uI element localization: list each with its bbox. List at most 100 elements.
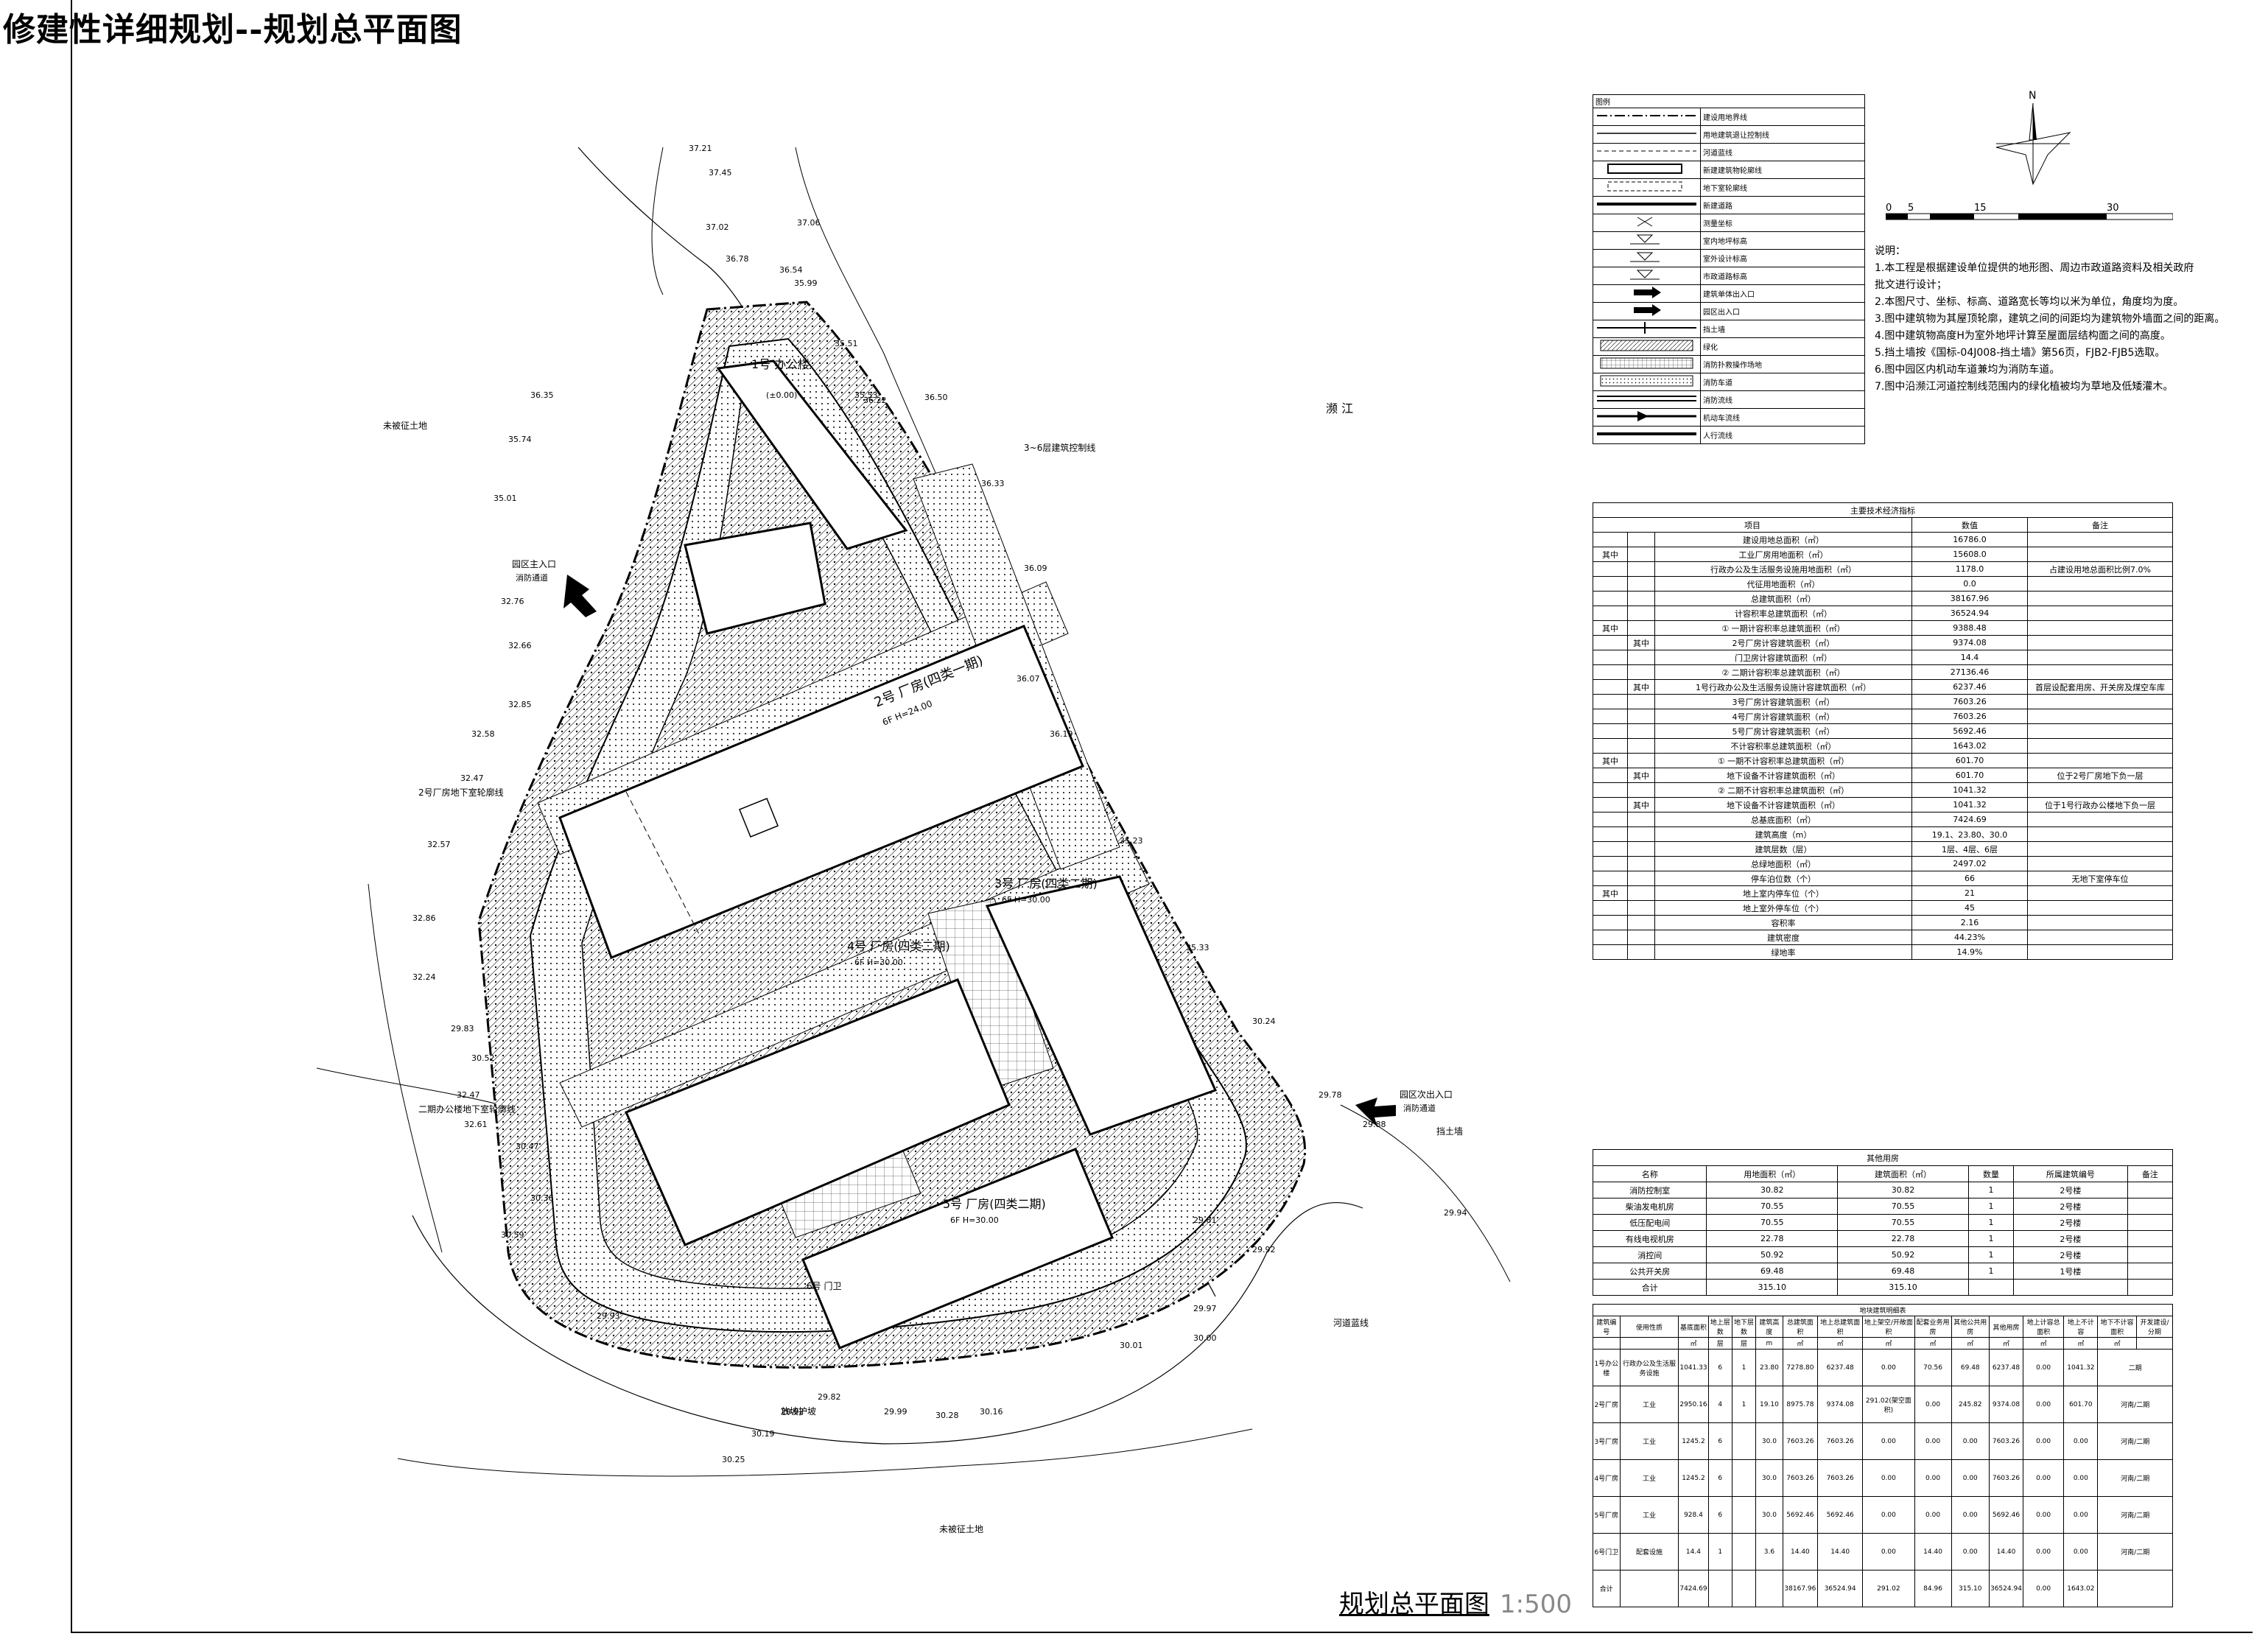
indicator-row: ② 二期计容积率总建筑面积（㎡）27136.46 (1593, 664, 2173, 680)
rooms-cell: 有线电视机房 (1592, 1230, 1707, 1247)
office-sub: (±0.00) (766, 390, 797, 400)
buildings-cell: 河南/二期 (2097, 1422, 2173, 1460)
rooms-cell (2127, 1214, 2174, 1231)
legend-symbol (1593, 178, 1701, 197)
buildings-unit: m (1755, 1337, 1783, 1350)
buildings-cell: 6号门卫 (1593, 1533, 1621, 1570)
buildings-cell: 23.80 (1755, 1349, 1783, 1386)
legend-panel: 图例 建设用地界线用地建筑退让控制线河道蓝线新建建筑物轮廓线地下室轮廓线新建道路… (1593, 94, 1865, 444)
elevation-label: 36.07 (1017, 674, 1040, 684)
indicator-cell: 不计容积率总建筑面积（㎡） (1654, 738, 1912, 754)
elevation-label: 35.01 (494, 494, 517, 503)
buildings-cell: 0.00 (2063, 1422, 2099, 1460)
terrain-line (316, 1067, 502, 1106)
rooms-cell (1967, 1279, 2015, 1296)
rooms-cell: 柴油发电机房 (1592, 1198, 1707, 1215)
buildings-cell: 14.40 (1988, 1533, 2023, 1570)
buildings-header: 地下不计容面积 (2097, 1316, 2137, 1338)
rooms-cell: 1 (1967, 1263, 2015, 1280)
rooms-cell: 69.48 (1706, 1263, 1839, 1280)
rooms-cell: 2号楼 (2013, 1214, 2128, 1231)
buildings-cell: 0.00 (2063, 1459, 2099, 1497)
buildings-cell: 6 (1707, 1459, 1732, 1497)
indicator-cell (1627, 900, 1655, 916)
main-entrance-arrow (564, 575, 597, 617)
office-annex (684, 522, 826, 635)
indicator-cell (1593, 532, 1628, 547)
rooms-cell (2127, 1198, 2174, 1215)
indicator-cell: 其中 (1627, 635, 1655, 650)
elevation-label: 32.58 (471, 729, 495, 739)
elevation-label: 37.45 (709, 168, 732, 178)
undeveloped-north-label: 未被征土地 (383, 421, 427, 431)
rooms-header: 建筑面积（㎡） (1837, 1165, 1969, 1182)
indicator-cell: 门卫房计容建筑面积（㎡） (1654, 650, 1912, 665)
indicator-cell (1593, 679, 1628, 695)
rooms-cell: 2号楼 (2013, 1182, 2128, 1198)
indicator-cell: ② 二期计容积率总建筑面积（㎡） (1654, 664, 1912, 680)
buildings-unit: 层 (1731, 1337, 1757, 1350)
elevation-label: 30.36 (530, 1193, 554, 1203)
elevation-label: 29.81 (1193, 1215, 1217, 1225)
buildings-cell (1619, 1570, 1679, 1607)
legend-label: 河道蓝线 (1700, 143, 1865, 161)
legend-label: 挡土墙 (1700, 320, 1865, 338)
indicator-cell: 3号厂房计容建筑面积（㎡） (1654, 694, 1912, 709)
indicator-cell (2027, 782, 2173, 798)
rooms-cell (2127, 1230, 2174, 1247)
indicator-cell (2027, 915, 2173, 930)
buildings-unit: ㎡ (1782, 1337, 1819, 1350)
rooms-cell: 2号楼 (2013, 1230, 2128, 1247)
indicator-cell (1627, 723, 1655, 739)
indicator-row: 3号厂房计容建筑面积（㎡）7603.26 (1593, 694, 2173, 709)
indicator-cell (1627, 871, 1655, 886)
buildings-cell: 0.00 (1914, 1386, 1952, 1423)
indicator-cell (1627, 650, 1655, 665)
buildings-cell: 0.00 (1951, 1533, 1990, 1570)
legend-symbol (1593, 108, 1701, 126)
buildings-header: 地上不计容 (2063, 1316, 2099, 1338)
building-details: 地块建筑明细表 建筑编号使用性质基底面积地上层数地下层数建筑高度总建筑面积地上总… (1593, 1304, 2173, 1607)
indicator-cell: 代征用地面积（㎡） (1654, 576, 1912, 592)
elevation-label: 30.47 (516, 1142, 539, 1151)
indicator-cell (2027, 532, 2173, 547)
rooms-header: 名称 (1592, 1165, 1707, 1182)
indicator-cell (1593, 944, 1628, 960)
note-line: 4.图中建筑物高度H为室外地坪计算至屋面层结构面之间的高度。 (1875, 330, 2171, 342)
indicator-row: 总建筑面积（㎡）38167.96 (1593, 591, 2173, 606)
buildings-cell: 0.00 (2022, 1459, 2065, 1497)
design-notes: 说明： 1.本工程是根据建设单位提供的地形图、周边市政道路资料及相关政府批文进行… (1875, 243, 2221, 396)
indicator-cell (1627, 664, 1655, 680)
indicator-cell (2027, 944, 2173, 960)
indicator-row: 4号厂房计容建筑面积（㎡）7603.26 (1593, 709, 2173, 724)
buildings-cell: 291.02(架空面积) (1862, 1386, 1915, 1423)
indicator-cell (1593, 591, 1628, 606)
buildings-cell: 1 (1707, 1533, 1732, 1570)
buildings-unit (2136, 1337, 2173, 1350)
legend-symbol (1593, 125, 1701, 144)
buildings-cell: 245.82 (1951, 1386, 1990, 1423)
river-label: 濒 江 (1326, 401, 1353, 415)
elevation-label: 32.61 (464, 1120, 488, 1129)
indicator-cell (1593, 826, 1628, 842)
factory-5 (801, 1148, 1114, 1350)
indicator-cell: 5692.46 (1911, 723, 2028, 739)
indicator-cell: 1号行政办公及生活服务设施计容建筑面积（㎡） (1654, 679, 1912, 695)
indicator-cell (1593, 561, 1628, 577)
indicator-cell: 其中 (1627, 797, 1655, 813)
indicator-row: 建设用地总面积（㎡）16786.0 (1593, 532, 2173, 547)
indicator-cell: 2.16 (1911, 915, 2028, 930)
legend-label: 园区出入口 (1700, 302, 1865, 320)
indicator-cell: 其中 (1593, 620, 1628, 636)
legend-label: 用地建筑退让控制线 (1700, 125, 1865, 144)
elevation-label: 36.35 (530, 390, 554, 400)
rooms-cell: 1 (1967, 1198, 2015, 1215)
buildings-cell (1707, 1570, 1732, 1607)
indicator-cell (1593, 738, 1628, 754)
indicator-cell (1627, 782, 1655, 798)
